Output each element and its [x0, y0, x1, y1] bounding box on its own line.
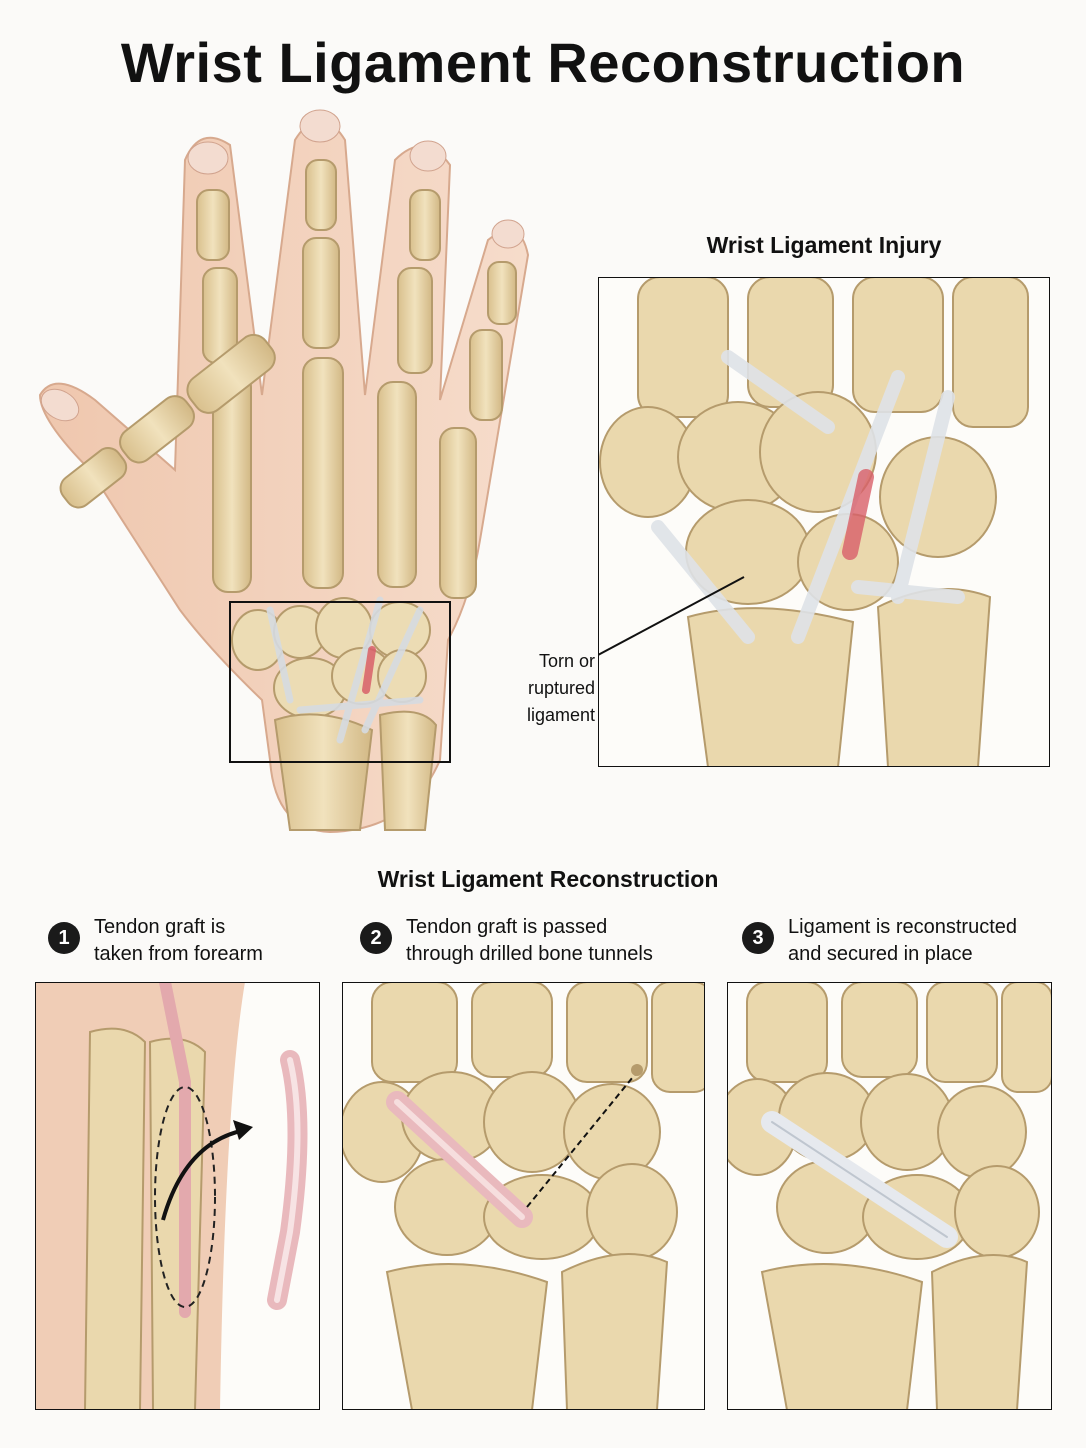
inset-title: Wrist Ligament Injury: [706, 232, 942, 258]
torn-ligament-mark: [362, 646, 376, 694]
step-2-panel: [342, 982, 705, 1410]
ligaments: [266, 596, 424, 744]
step-1-text: Tendon graft is taken from forearm: [94, 916, 263, 965]
hand-illustration: [38, 109, 530, 834]
step-1-caption: 1 Tendon graft is taken from forearm: [48, 914, 263, 968]
step-1-number: 1: [48, 922, 80, 954]
page-title: Wrist Ligament Reconstruction: [120, 31, 966, 94]
harvest-arrow: [161, 1128, 246, 1221]
step-3-panel: [727, 982, 1052, 1410]
bone-tunnel-path: [526, 1071, 638, 1208]
section-title: Wrist Ligament Reconstruction: [377, 866, 719, 892]
step-3-text: Ligament is reconstructed and secured in…: [788, 916, 1018, 965]
callout-leader-line: [598, 576, 745, 656]
zoom-region-box: [229, 601, 451, 763]
step-2-number: 2: [360, 922, 392, 954]
graft-harvest-outline: [154, 1086, 216, 1308]
step-1-panel: [35, 982, 320, 1410]
step-2-text: Tendon graft is passed through drilled b…: [406, 916, 653, 965]
step-2-caption: 2 Tendon graft is passed through drilled…: [360, 914, 653, 968]
forearm-bones: [273, 710, 438, 831]
step-3-caption: 3 Ligament is reconstructed and secured …: [742, 914, 1017, 968]
inset-torn-ligament: [842, 469, 874, 560]
injury-inset-panel: [598, 277, 1050, 767]
step-3-number: 3: [742, 922, 774, 954]
torn-ligament-callout: Torn or ruptured ligament: [526, 651, 595, 725]
finger-bones: [59, 159, 517, 599]
carpal-bones: [231, 597, 431, 719]
